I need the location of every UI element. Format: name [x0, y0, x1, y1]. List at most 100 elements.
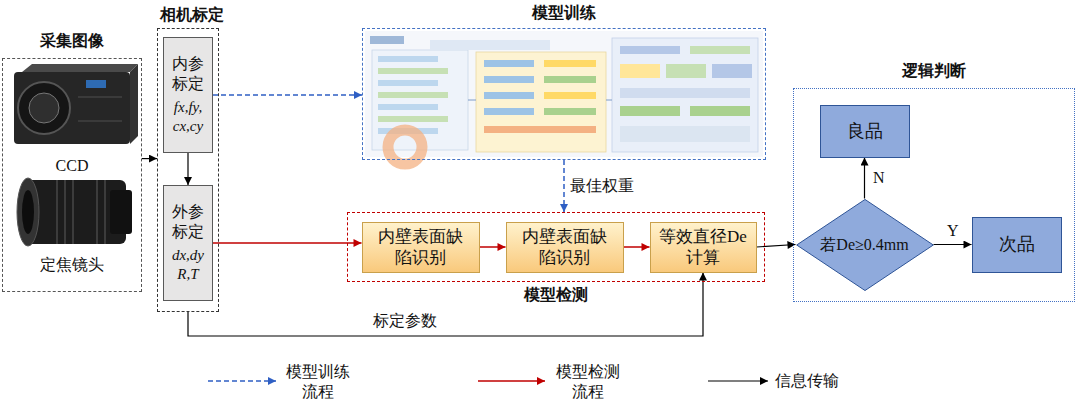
result-box: 良品	[820, 105, 910, 158]
thumb-block	[690, 46, 750, 54]
parameter-text: dx,dy R,T	[166, 246, 210, 284]
thumb-block	[378, 68, 448, 74]
thumb-block	[620, 88, 750, 98]
training-group: 模型训练	[362, 28, 766, 160]
process-box: 内参标定 fx,fy, cx,cy	[163, 37, 213, 153]
diamond-shape	[796, 199, 933, 290]
connector	[864, 158, 865, 199]
box-text: 内参标定	[166, 54, 210, 94]
process-box: 等效直径De 计算	[650, 222, 757, 273]
thumb-block	[484, 108, 534, 115]
legend-text: 模型检测 流程	[552, 362, 624, 402]
camera-side	[130, 64, 138, 144]
lens-ridge	[72, 180, 74, 244]
edge-label: 标定参数	[371, 311, 439, 330]
group-heading: 相机标定	[160, 5, 224, 25]
box-text: 内壁表面缺陷识别	[373, 226, 469, 269]
camera-top	[22, 64, 138, 72]
camera-line	[78, 120, 122, 122]
connector	[624, 246, 650, 248]
thumb-region	[612, 38, 758, 152]
box-text: 良品	[847, 120, 883, 143]
edge-label: N	[871, 168, 887, 187]
box-text: 内壁表面缺陷识别	[517, 226, 613, 269]
parameter-text: fx,fy, cx,cy	[166, 98, 210, 136]
legend-sample	[208, 380, 276, 382]
lens-front	[17, 178, 39, 246]
thumb-block	[378, 116, 448, 122]
thumb-block	[370, 36, 404, 44]
thumb-block	[484, 76, 534, 83]
connector	[757, 245, 796, 248]
connector	[142, 158, 157, 159]
thumb-block	[484, 126, 596, 133]
box-text: 等效直径De 计算	[657, 226, 750, 269]
acquisition-group: 采集图像CCD定焦镜头	[2, 58, 142, 292]
lens-glass	[22, 190, 34, 234]
lens-ridge	[56, 180, 58, 244]
process-box: 内壁表面缺陷识别	[362, 222, 480, 273]
thumb-block	[544, 76, 596, 83]
device-label: 定焦镜头	[3, 255, 141, 275]
legend-sample	[708, 380, 768, 381]
process-box: 内壁表面缺陷识别	[506, 222, 624, 273]
thumb-block	[484, 60, 534, 67]
connector	[187, 153, 188, 185]
camera-mount	[18, 82, 70, 134]
legend-sample	[478, 380, 545, 382]
group-heading: 逻辑判断	[794, 61, 1073, 81]
thumb-block	[430, 40, 550, 50]
result-box: 次品	[972, 217, 1062, 273]
thumb-block	[620, 126, 750, 142]
camera-line	[78, 96, 122, 98]
connector	[480, 246, 506, 248]
thumb-link	[606, 100, 612, 101]
thumb-block	[620, 64, 660, 78]
thumb-block	[544, 60, 596, 67]
edge-label: 最佳权重	[568, 176, 636, 195]
connector	[213, 242, 362, 244]
calibration-group: 相机标定内参标定fx,fy, cx,cy外参标定dx,dy R,T	[157, 28, 219, 312]
thumb-block	[378, 104, 438, 110]
connector	[188, 273, 703, 337]
connector	[934, 244, 972, 245]
lens-ridge	[104, 180, 106, 244]
thumb-block	[484, 92, 534, 99]
process-box: 外参标定 dx,dy R,T	[163, 185, 213, 301]
thumb-block	[690, 106, 750, 116]
watermark-ring	[388, 130, 422, 164]
thumb-region	[476, 52, 606, 152]
camera-logo	[86, 80, 106, 88]
decision-diamond: 若De≥0.4mm	[796, 199, 934, 291]
device-label: CCD	[3, 156, 141, 176]
decision-text: 若De≥0.4mm	[820, 235, 908, 255]
lens-ridge	[96, 180, 98, 244]
box-text: 次品	[999, 233, 1035, 256]
lens-mount	[110, 190, 132, 234]
camera-sensor	[29, 93, 59, 123]
legend-text: 模型训练 流程	[282, 362, 354, 402]
thumb-block	[378, 92, 448, 98]
detection-group: 模型检测内壁表面缺陷识别内壁表面缺陷识别等效直径De 计算	[347, 212, 765, 282]
thumb-block	[666, 64, 706, 78]
thumb-block	[544, 92, 596, 99]
thumb-block	[378, 80, 438, 86]
connector	[563, 160, 565, 212]
thumb-block	[378, 56, 438, 62]
thumb-block	[620, 106, 680, 116]
group-heading: 采集图像	[3, 31, 141, 51]
thumb-block	[620, 46, 680, 54]
thumb-block	[544, 108, 596, 115]
thumb-link	[468, 100, 476, 101]
thumb-block	[712, 64, 752, 78]
lens-ridge	[64, 180, 66, 244]
edge-label: Y	[945, 221, 961, 240]
group-heading: 模型训练	[363, 3, 764, 23]
group-heading: 模型检测	[348, 285, 763, 305]
camera-body	[14, 72, 130, 144]
box-text: 外参标定	[166, 202, 210, 242]
logic-group: 逻辑判断良品若De≥0.4mm次品	[793, 88, 1075, 302]
